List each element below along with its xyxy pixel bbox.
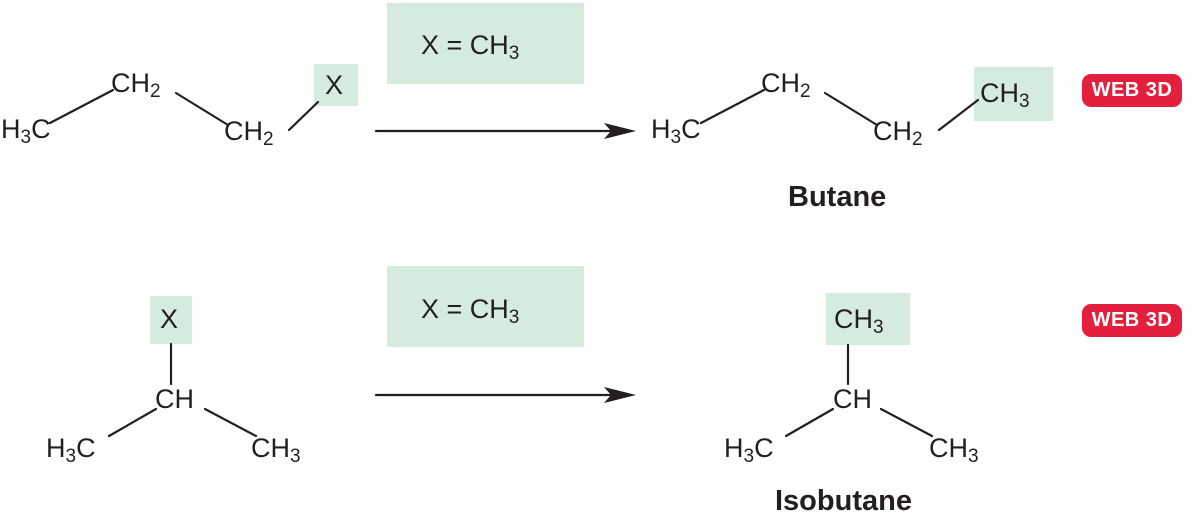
bond-p1-ch2-ch3 (937, 98, 980, 132)
p1-ch2-top-label: CH2 (761, 68, 811, 102)
bond-p1-ch2-ch2 (823, 91, 879, 127)
p2-ch-label: CH (833, 384, 872, 414)
condition-box-2 (387, 266, 584, 347)
p1-h3c-label: H3C (651, 114, 701, 148)
r1-x-label: X (325, 70, 344, 100)
bond-p2-ch-h3c (784, 407, 835, 438)
bond-r2-ch-ch3 (203, 407, 258, 438)
p2-h3c-label: H3C (724, 433, 774, 467)
condition-1-text: X = CH3 (421, 30, 520, 64)
isobutane-name: Isobutane (775, 485, 912, 517)
r1-ch2-bottom-label: CH2 (224, 116, 274, 150)
web3d-badge-isobutane[interactable]: WEB 3D (1082, 304, 1182, 337)
p2-ch3-label: CH3 (929, 433, 979, 467)
arrow-1-head (604, 123, 636, 139)
isobutane-reactant-x-highlight (150, 296, 192, 344)
p2-ch3-top-label: CH3 (834, 304, 884, 338)
isobutane-product-ch3-highlight (826, 293, 910, 345)
bond-p1-h3c-ch2 (699, 88, 766, 125)
bond-r1-h3c-ch2 (48, 88, 115, 125)
butane-name: Butane (788, 181, 887, 213)
r2-x-label: X (160, 304, 179, 334)
bond-r1-ch2-x (287, 100, 320, 132)
bond-r1-ch2-ch2 (174, 91, 230, 127)
condition-box-1 (387, 3, 584, 84)
butane-product-ch3-highlight (974, 67, 1053, 121)
r2-ch3-label: CH3 (251, 433, 301, 467)
butane-reactant-x-highlight (314, 64, 358, 106)
r2-h3c-label: H3C (46, 433, 96, 467)
arrow-2-head (604, 387, 636, 403)
bond-r2-ch-h3c (107, 407, 158, 438)
r1-h3c-label: H3C (1, 114, 51, 148)
p1-ch3-label: CH3 (980, 78, 1030, 112)
r2-ch-label: CH (155, 384, 194, 414)
bond-p2-ch-ch3 (879, 407, 934, 438)
condition-2-text: X = CH3 (421, 294, 520, 328)
r1-ch2-top-label: CH2 (111, 68, 161, 102)
web3d-badge-butane[interactable]: WEB 3D (1082, 74, 1182, 107)
p1-ch2-bottom-label: CH2 (873, 116, 923, 150)
